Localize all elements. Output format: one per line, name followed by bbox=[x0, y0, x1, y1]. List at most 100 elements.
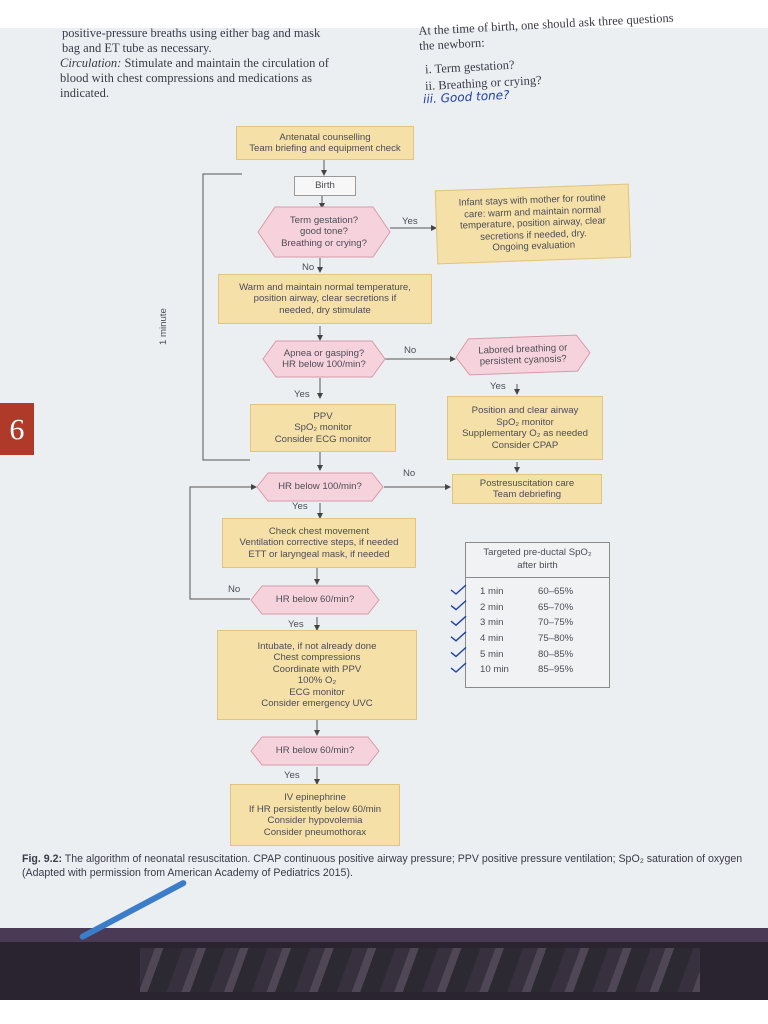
spo2-range: 75–80% bbox=[538, 633, 574, 645]
yes-label-2: Yes bbox=[490, 381, 506, 392]
ppv-line-1: PPV bbox=[313, 410, 333, 422]
circulation-text-2: blood with chest compressions and medica… bbox=[60, 71, 313, 85]
chest-line-1: Check chest movement bbox=[268, 525, 370, 537]
antenatal-line-2: Team briefing and equipment check bbox=[249, 143, 401, 154]
epi-line-2: If HR persistently below 60/min bbox=[248, 803, 382, 815]
check-mark bbox=[450, 584, 467, 595]
caption-text: The algorithm of neonatal resuscitation.… bbox=[22, 853, 743, 880]
intubate-line-2: Chest compressions bbox=[273, 652, 361, 663]
hr-below-100-decision: HR below 100/min? bbox=[256, 472, 384, 502]
yes-label-5: Yes bbox=[288, 619, 304, 630]
apnea-q-1: Apnea or gasping? bbox=[283, 347, 365, 359]
chest-line-3: ETT or laryngeal mask, if needed bbox=[248, 548, 390, 560]
spo2-time: 3 min bbox=[480, 617, 504, 629]
hr-below-60-decision-2: HR below 60/min? bbox=[250, 736, 380, 766]
infant-stays-box: Infant stays with mother for routine car… bbox=[434, 183, 632, 265]
epinephrine-box: IV epinephrine If HR persistently below … bbox=[230, 784, 400, 846]
warm-line-2: position airway, clear secretions if bbox=[253, 293, 397, 305]
spo2-target-table: Targeted pre-ductal SpO₂ after birth 1 m… bbox=[465, 542, 610, 688]
spo2-row: 4 min 75–80% bbox=[466, 631, 609, 647]
no-label-1: No bbox=[302, 262, 315, 273]
check-chest-box: Check chest movement Ventilation correct… bbox=[222, 518, 416, 568]
epi-line-1: IV epinephrine bbox=[284, 792, 346, 803]
chest-line-2: Ventilation corrective steps, if needed bbox=[239, 537, 399, 549]
text-line-1: positive-pressure breaths using either b… bbox=[62, 26, 321, 40]
check-mark bbox=[450, 631, 467, 642]
yes-label-4: Yes bbox=[292, 501, 308, 512]
spo2-title-1: Targeted pre-ductal SpO₂ bbox=[483, 547, 592, 559]
caption-label: Fig. 9.2: bbox=[22, 853, 63, 865]
book-page bbox=[0, 28, 768, 928]
ppv-line-3: Consider ECG monitor bbox=[274, 433, 372, 445]
spo2-range: 65–70% bbox=[538, 601, 574, 613]
warm-line-3: needed, dry stimulate bbox=[279, 304, 371, 316]
yes-label-1: Yes bbox=[402, 216, 418, 227]
no-label-3: No bbox=[403, 468, 416, 479]
background-fabric bbox=[0, 928, 768, 1000]
postresus-line-1: Postresuscitation care bbox=[479, 477, 575, 489]
spo2-time: 10 min bbox=[480, 664, 509, 676]
spo2-range: 70–75% bbox=[538, 617, 574, 629]
infant-line-5: Ongoing evaluation bbox=[492, 239, 576, 254]
position-line-3: Supplementary O₂ as needed bbox=[462, 428, 588, 439]
spo2-row: 10 min 85–95% bbox=[466, 662, 609, 678]
circulation-label: Circulation: bbox=[60, 56, 122, 70]
spo2-time: 2 min bbox=[480, 601, 504, 613]
antenatal-line-1: Antenatal counselling bbox=[279, 131, 371, 143]
hr100-text: HR below 100/min? bbox=[278, 481, 362, 493]
antenatal-counselling-box: Antenatal counselling Team briefing and … bbox=[236, 126, 414, 160]
intubate-line-3: Coordinate with PPV bbox=[272, 663, 362, 675]
spo2-title-2: after birth bbox=[517, 560, 558, 571]
no-label-4: No bbox=[228, 584, 241, 595]
spo2-row: 2 min 65–70% bbox=[466, 600, 609, 616]
position-line-2: SpO₂ monitor bbox=[496, 416, 554, 428]
position-line-1: Position and clear airway bbox=[471, 405, 579, 416]
term-q-3: Breathing or crying? bbox=[281, 237, 367, 249]
circulation-text-1: Stimulate and maintain the circulation o… bbox=[121, 56, 329, 70]
ppv-box: PPV SpO₂ monitor Consider ECG monitor bbox=[250, 404, 396, 452]
check-mark bbox=[450, 600, 467, 611]
check-mark bbox=[450, 615, 467, 627]
handwritten-checkmarks bbox=[450, 584, 467, 673]
position-airway-box: Position and clear airway SpO₂ monitor S… bbox=[447, 396, 603, 460]
spo2-row: 3 min 70–75% bbox=[466, 615, 609, 631]
check-mark bbox=[450, 662, 467, 673]
apnea-q-2: HR below 100/min? bbox=[282, 359, 366, 370]
epi-line-3: Consider hypovolemia bbox=[267, 815, 363, 826]
spo2-time: 5 min bbox=[480, 648, 504, 660]
intubate-line-1: Intubate, if not already done bbox=[257, 640, 377, 652]
term-q-2: good tone? bbox=[299, 226, 348, 238]
hr60a-text: HR below 60/min? bbox=[275, 594, 355, 606]
hr60b-text: HR below 60/min? bbox=[275, 745, 355, 757]
spo2-range: 85–95% bbox=[538, 664, 574, 676]
term-gestation-decision: Term gestation?good tone?Breathing or cr… bbox=[257, 206, 391, 258]
term-q-1: Term gestation? bbox=[289, 215, 359, 227]
hr-below-60-decision-1: HR below 60/min? bbox=[250, 585, 380, 615]
warm-line-1: Warm and maintain normal temperature, bbox=[239, 281, 411, 293]
intubate-line-6: Consider emergency UVC bbox=[261, 698, 373, 709]
labored-q-2: persistent cyanosis? bbox=[479, 353, 567, 368]
intubate-line-5: ECG monitor bbox=[289, 686, 345, 698]
intubate-line-4: 100% O₂ bbox=[297, 675, 337, 686]
circulation-text-3: indicated. bbox=[60, 86, 109, 100]
position-line-4: Consider CPAP bbox=[491, 439, 559, 451]
no-label-2: No bbox=[404, 345, 417, 356]
postresus-line-2: Team debriefing bbox=[492, 489, 562, 500]
spo2-range: 80–85% bbox=[538, 648, 574, 660]
spo2-row: 5 min 80–85% bbox=[466, 646, 609, 662]
intubate-box: Intubate, if not already done Chest comp… bbox=[217, 630, 417, 720]
birth-box: Birth bbox=[294, 176, 356, 196]
yes-label-3: Yes bbox=[294, 389, 310, 400]
spo2-table-header: Targeted pre-ductal SpO₂ after birth bbox=[466, 543, 609, 578]
circulation-paragraph: Circulation: Stimulate and maintain the … bbox=[60, 56, 329, 101]
check-mark bbox=[450, 646, 467, 658]
spo2-time: 1 min bbox=[480, 586, 504, 598]
postresuscitation-box: Postresuscitation care Team debriefing bbox=[452, 474, 602, 504]
spo2-time: 4 min bbox=[480, 633, 504, 645]
ppv-line-2: SpO₂ monitor bbox=[294, 422, 352, 434]
epi-line-4: Consider pneumothorax bbox=[263, 826, 367, 838]
text-line-2: bag and ET tube as necessary. bbox=[62, 41, 212, 55]
